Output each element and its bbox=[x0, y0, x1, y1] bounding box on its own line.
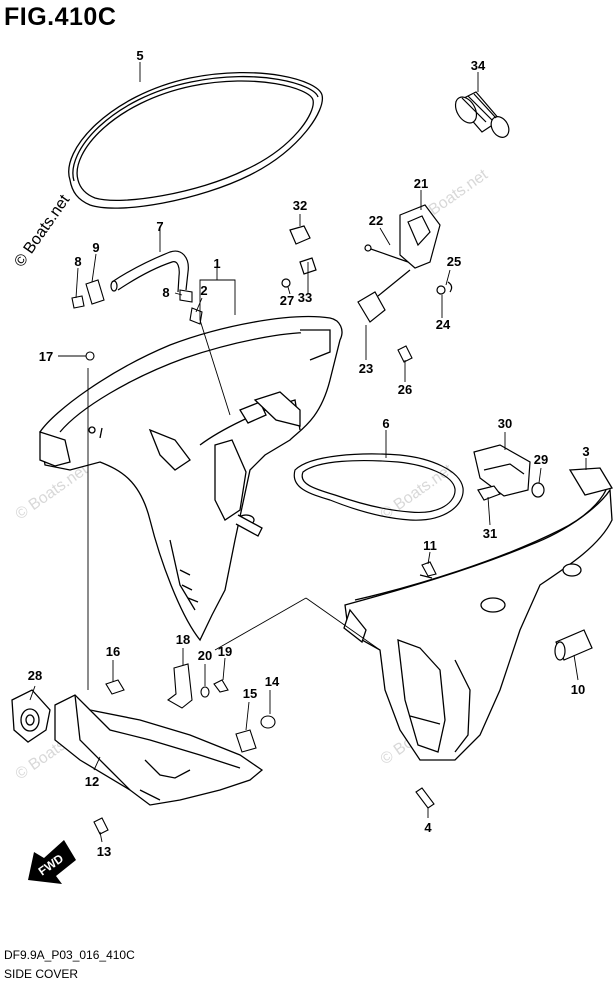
hose-clamp bbox=[71, 279, 203, 325]
callout-14: 14 bbox=[265, 674, 280, 689]
callout-31: 31 bbox=[483, 526, 497, 541]
hose-part bbox=[110, 250, 189, 293]
callout-labels: 5 34 21 22 32 7 9 8 1 25 8 2 27 33 24 17… bbox=[28, 48, 590, 859]
callout-15: 15 bbox=[243, 686, 257, 701]
callout-23: 23 bbox=[359, 361, 373, 376]
callout-12: 12 bbox=[85, 774, 99, 789]
callout-8: 8 bbox=[74, 254, 81, 269]
callout-4: 4 bbox=[424, 820, 432, 835]
callout-6: 6 bbox=[382, 416, 389, 431]
callout-10: 10 bbox=[571, 682, 585, 697]
diagram-name: SIDE COVER bbox=[4, 967, 79, 981]
callout-26: 26 bbox=[398, 382, 412, 397]
callout-13: 13 bbox=[97, 844, 111, 859]
callout-16: 16 bbox=[106, 644, 120, 659]
grommet-part bbox=[454, 91, 510, 138]
callout-24: 24 bbox=[436, 317, 451, 332]
port-side-cover bbox=[39, 315, 343, 642]
gasket-part bbox=[293, 453, 464, 521]
callout-34: 34 bbox=[471, 58, 486, 73]
callout-7: 7 bbox=[156, 219, 163, 234]
watermark-text: © Boats.net bbox=[13, 461, 92, 523]
lower-bracket bbox=[11, 689, 264, 806]
fwd-arrow: FWD bbox=[28, 840, 76, 884]
callout-28: 28 bbox=[28, 668, 42, 683]
callout-22: 22 bbox=[369, 213, 383, 228]
starboard-side-cover bbox=[343, 467, 614, 761]
diagram-code: DF9.9A_P03_016_410C bbox=[4, 948, 135, 962]
latch-hook bbox=[357, 204, 453, 323]
callout-9: 9 bbox=[92, 240, 99, 255]
callout-2: 2 bbox=[200, 283, 207, 298]
callout-32: 32 bbox=[293, 198, 307, 213]
callout-3: 3 bbox=[582, 444, 589, 459]
small-fasteners bbox=[85, 345, 437, 835]
leader-lines bbox=[29, 62, 587, 843]
plug-part bbox=[554, 629, 593, 661]
watermark-text: © Boats.net bbox=[11, 191, 73, 270]
callout-1: 1 bbox=[213, 256, 220, 271]
callout-21: 21 bbox=[414, 176, 428, 191]
callout-19: 19 bbox=[218, 644, 232, 659]
callout-27: 27 bbox=[280, 293, 294, 308]
figure-title: FIG.410C bbox=[4, 3, 117, 31]
callout-11: 11 bbox=[423, 538, 437, 553]
cowl-seal-ring bbox=[68, 72, 323, 209]
callout-17: 17 bbox=[39, 349, 53, 364]
small-clip-parts bbox=[281, 225, 317, 288]
callout-29: 29 bbox=[534, 452, 548, 467]
callout-30: 30 bbox=[498, 416, 512, 431]
callout-25: 25 bbox=[447, 254, 461, 269]
callout-20: 20 bbox=[198, 648, 212, 663]
callout-8b: 8 bbox=[162, 285, 169, 300]
callout-18: 18 bbox=[176, 632, 190, 647]
callout-5: 5 bbox=[136, 48, 143, 63]
clip-bracket bbox=[473, 444, 545, 501]
callout-33: 33 bbox=[298, 290, 312, 305]
